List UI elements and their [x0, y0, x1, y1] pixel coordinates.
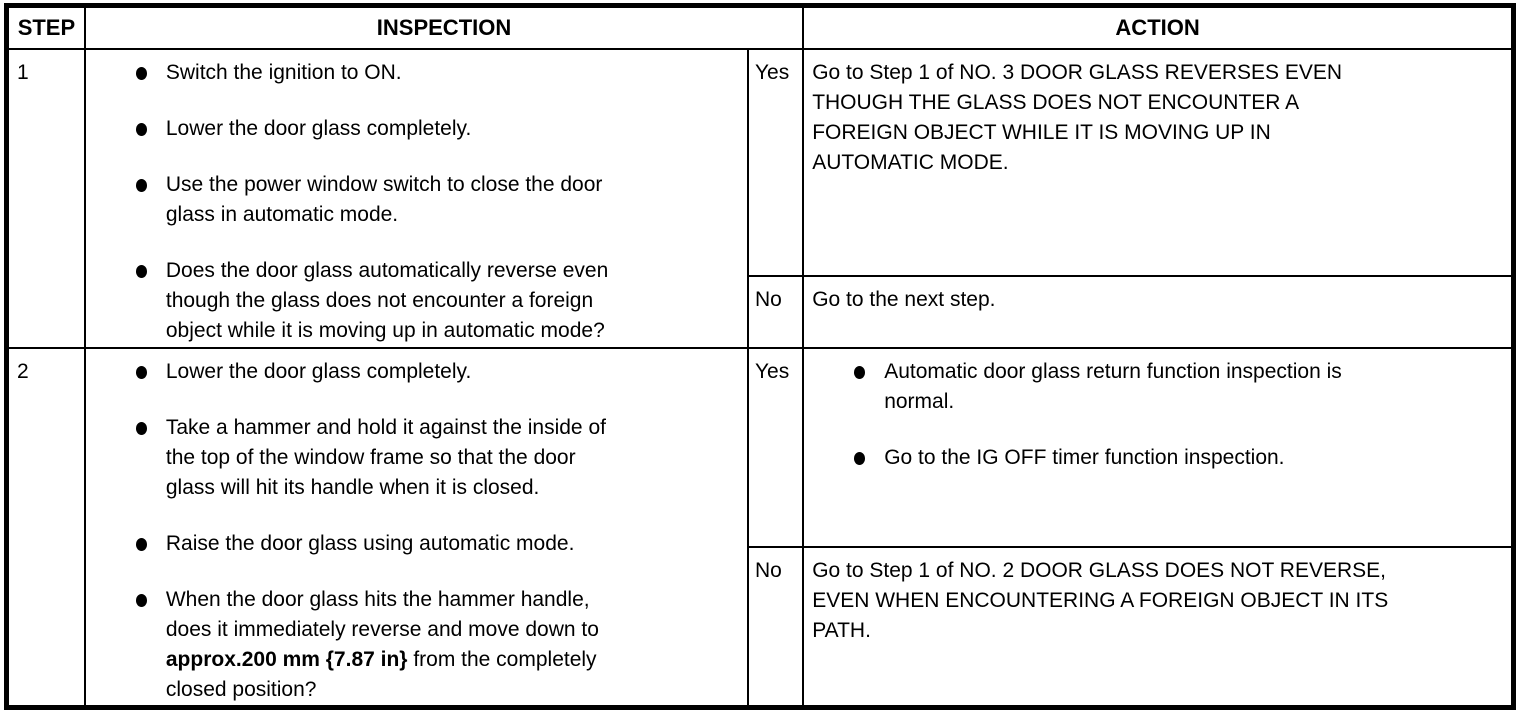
step1-inspection-list: Switch the ignition to ON. Lower the doo…: [87, 58, 746, 346]
step2-number: 2: [5, 347, 86, 709]
step2-no-label: No: [746, 546, 805, 709]
list-item: Does the door glass automatically revers…: [87, 256, 746, 346]
bullet-text-post: from the completely closed position?: [165, 648, 597, 701]
step1-no-label: No: [746, 275, 805, 349]
step2-yes-action-list: Automatic door glass return function ins…: [805, 357, 1511, 473]
step2-inspection-list: Lower the door glass completely. Take a …: [87, 357, 746, 705]
header-action: ACTION: [802, 4, 1515, 50]
step1-no-action: Go to the next step.: [802, 275, 1515, 349]
list-item: Automatic door glass return function ins…: [805, 357, 1511, 417]
table-row-step1-yes: 1 Switch the ignition to ON. Lower the d…: [5, 48, 1515, 349]
step1-inspection-cell: Switch the ignition to ON. Lower the doo…: [83, 48, 749, 349]
step1-yes-action: Go to Step 1 of NO. 3 DOOR GLASS REVERSE…: [802, 48, 1515, 277]
header-row: STEP INSPECTION ACTION: [5, 4, 1515, 50]
list-item: Use the power window switch to close the…: [87, 170, 746, 230]
step1-number: 1: [5, 48, 86, 349]
list-item: Take a hammer and hold it against the in…: [87, 413, 746, 503]
list-item: Lower the door glass completely.: [87, 357, 746, 387]
step2-yes-label: Yes: [746, 346, 805, 549]
table-row-step2-no: No Go to Step 1 of NO. 2 DOOR GLASS DOES…: [7, 546, 1515, 709]
step2-no-action: Go to Step 1 of NO. 2 DOOR GLASS DOES NO…: [802, 546, 1515, 709]
step1-yes-label: Yes: [746, 48, 805, 277]
list-item: Lower the door glass completely.: [87, 114, 746, 144]
header-inspection: INSPECTION: [83, 4, 805, 50]
table-row-step1-no: No Go to the next step.: [7, 275, 1515, 349]
header-step: STEP: [5, 4, 86, 50]
table-row-step2-yes: 2 Lower the door glass completely. Take …: [5, 346, 1515, 709]
bullet-text-bold: approx.200 mm {7.87 in}: [165, 648, 408, 671]
list-item: When the door glass hits the hammer hand…: [87, 585, 746, 705]
troubleshooting-table: STEP INSPECTION ACTION 1 Switch the igni…: [4, 3, 1516, 710]
list-item: Raise the door glass using automatic mod…: [87, 529, 746, 559]
list-item: Switch the ignition to ON.: [87, 58, 746, 88]
step2-yes-action: Automatic door glass return function ins…: [802, 346, 1515, 549]
bullet-text-pre: When the door glass hits the hammer hand…: [165, 588, 599, 641]
list-item: Go to the IG OFF timer function inspecti…: [805, 443, 1511, 473]
step2-inspection-cell: Lower the door glass completely. Take a …: [83, 347, 749, 709]
